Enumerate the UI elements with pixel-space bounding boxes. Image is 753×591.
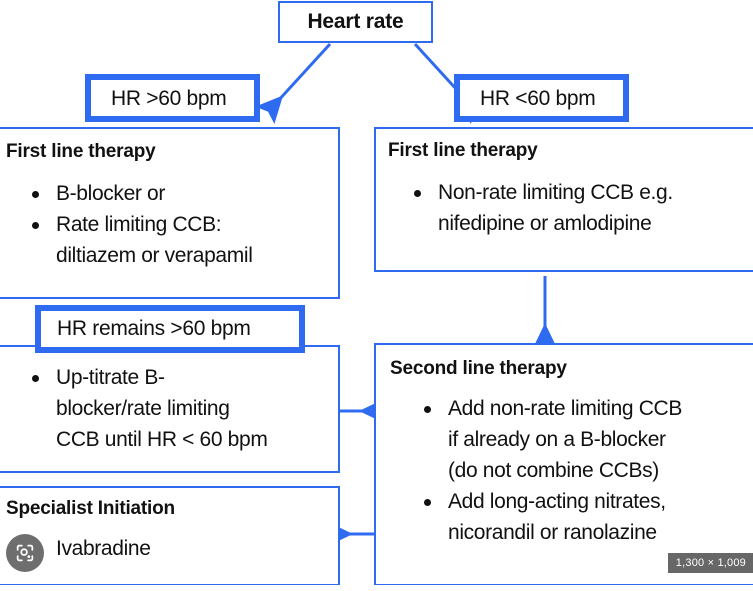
node-first-line-therapy-left: First line therapy B-blocker or Rate lim… [0,127,340,299]
list-item: Ivabradine [0,534,338,564]
node-heart-rate-label: Heart rate [307,10,404,33]
node-first-line-right-title: First line therapy [388,140,538,161]
node-hr-low-label: HR <60 bpm [480,87,596,110]
google-lens-icon[interactable] [6,534,44,572]
list-item-text: Add non-rate limiting CCB [448,397,683,420]
list-item-text: Add long-acting nitrates, [448,490,666,513]
arrow-heart-rate-to-hr-high [255,42,332,124]
bottom-white-strip [0,585,753,591]
node-second-line-therapy: Second line therapy Add non-rate limitin… [374,343,753,586]
list-item-continuation: nicorandil or ranolazine [376,518,753,548]
node-first-line-left-title: First line therapy [6,141,156,162]
bullet-dot-icon [424,406,431,413]
bullet-dot-icon [32,191,39,198]
list-item-text: if already on a B-blocker [448,428,666,451]
node-hr-remains-condition: HR remains >60 bpm [35,305,305,353]
list-item-text: Non-rate limiting CCB e.g. [438,181,673,204]
node-specialist-title: Specialist Initiation [6,498,175,519]
node-heart-rate: Heart rate [278,1,433,43]
list-item-text: nicorandil or ranolazine [448,521,657,544]
list-item-continuation: if already on a B-blocker [376,425,753,455]
list-item-text: CCB until HR < 60 bpm [56,428,268,451]
image-dimension-badge: 1,300 × 1,009 [667,553,753,573]
node-hr-high-condition: HR >60 bpm [85,74,260,122]
first-line-left-bullet-list: B-blocker or Rate limiting CCB: diltiaze… [0,179,338,271]
list-item-text: nifedipine or amlodipine [438,212,652,235]
first-line-right-bullet-list: Non-rate limiting CCB e.g. nifedipine or… [376,178,753,239]
list-item-text: Ivabradine [56,537,151,560]
list-item-continuation: diltiazem or verapamil [0,241,338,271]
list-item: Add long-acting nitrates, [376,487,753,517]
list-item-continuation: nifedipine or amlodipine [376,209,753,239]
list-item: Non-rate limiting CCB e.g. [376,178,753,208]
lens-glyph [16,544,34,562]
bullet-dot-icon [32,222,39,229]
list-item-text: diltiazem or verapamil [56,244,253,267]
arrow-first-line-right-to-second-line [532,276,558,350]
bullet-dot-icon [414,190,421,197]
list-item-text: Up-titrate B- [56,366,165,389]
list-item: Add non-rate limiting CCB [376,394,753,424]
list-item-text: B-blocker or [56,182,166,205]
bullet-dot-icon [32,375,39,382]
node-up-titrate: Up-titrate B- blocker/rate limiting CCB … [0,345,340,473]
bullet-dot-icon [424,499,431,506]
list-item-continuation: blocker/rate limiting [0,394,338,424]
list-item-text: (do not combine CCBs) [448,459,659,482]
list-item: B-blocker or [0,179,338,209]
list-item-continuation: CCB until HR < 60 bpm [0,425,338,455]
node-hr-low-condition: HR <60 bpm [454,74,629,122]
node-first-line-therapy-right: First line therapy Non-rate limiting CCB… [374,127,753,272]
list-item-text: Rate limiting CCB: [56,213,222,236]
node-hr-remains-label: HR remains >60 bpm [57,317,251,340]
list-item: Up-titrate B- [0,363,338,393]
specialist-bullet-list: Ivabradine [0,534,338,564]
list-item: Rate limiting CCB: [0,210,338,240]
second-line-bullet-list: Add non-rate limiting CCB if already on … [376,394,753,548]
node-hr-high-label: HR >60 bpm [111,87,227,110]
node-second-line-title: Second line therapy [390,358,567,379]
node-specialist-initiation: Specialist Initiation Ivabradine [0,486,340,586]
list-item-continuation: (do not combine CCBs) [376,456,753,486]
uptitrate-bullet-list: Up-titrate B- blocker/rate limiting CCB … [0,363,338,455]
list-item-text: blocker/rate limiting [56,397,230,420]
